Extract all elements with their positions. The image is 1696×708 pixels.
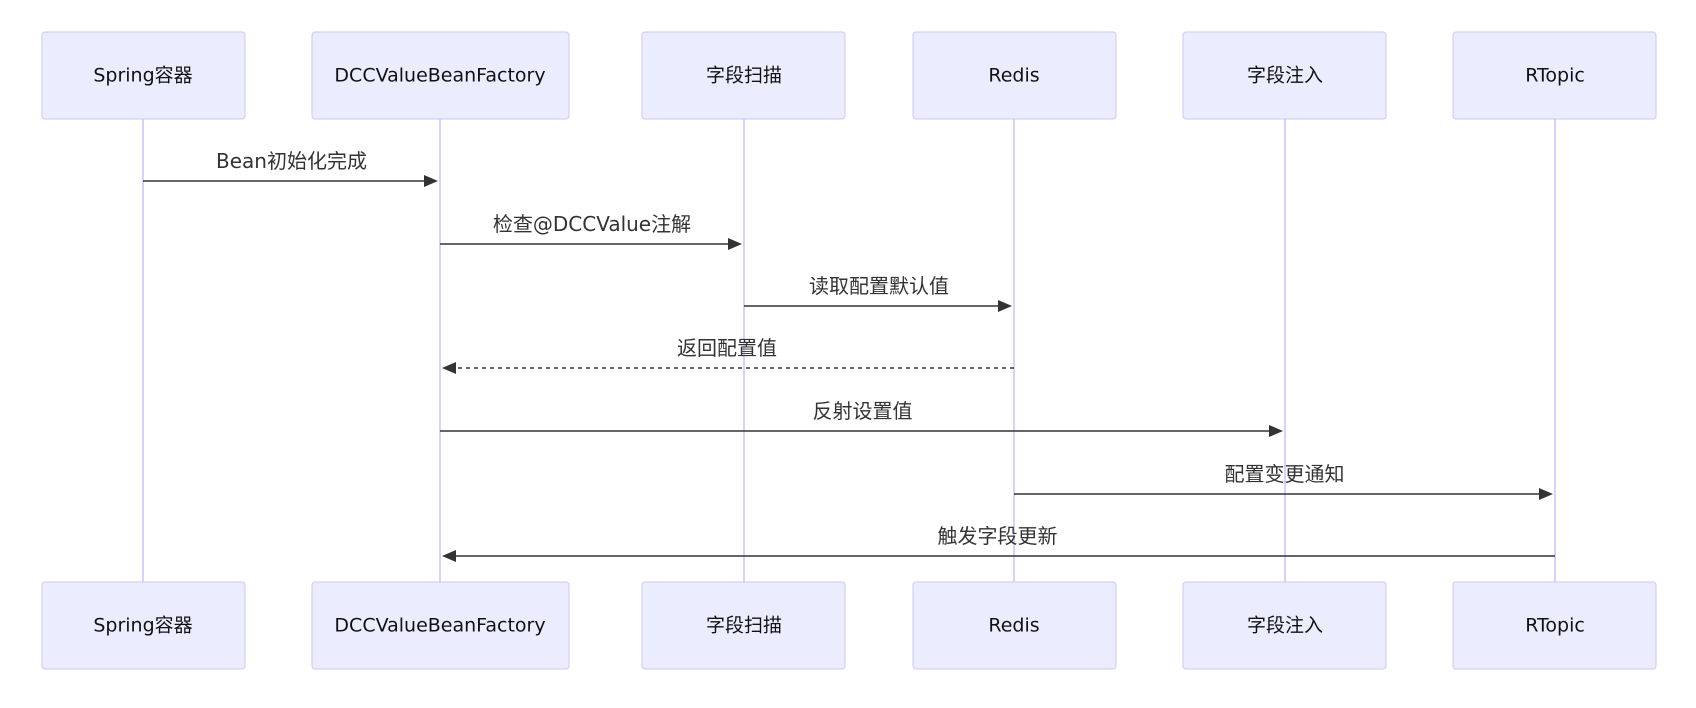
participant-label: Redis [988,615,1039,637]
message-6: 配置变更通知 [1014,462,1553,500]
message-7: 触发字段更新 [442,524,1555,562]
participant-box [1182,581,1387,670]
arrowhead-icon [1269,425,1283,437]
message-label: 返回配置值 [677,336,777,360]
participant-factory-top: DCCValueBeanFactory [311,31,570,120]
message-label: Bean初始化完成 [216,149,367,173]
participant-inject-bottom: 字段注入 [1182,581,1387,670]
participant-box [1182,31,1387,120]
participant-label: RTopic [1525,615,1585,637]
lifelines [142,119,1556,582]
message-5: 反射设置值 [440,399,1283,437]
message-label: 反射设置值 [813,399,913,423]
participant-box [41,581,246,670]
participant-label: 字段注入 [1247,65,1323,87]
participant-rtopic-top: RTopic [1452,31,1657,120]
participant-label: 字段扫描 [706,65,782,87]
participant-box [912,581,1117,670]
participants-top: Spring容器 DCCValueBeanFactory 字段扫描 Redis 字段注入… [41,31,1657,120]
participant-label: DCCValueBeanFactory [334,65,545,87]
message-label: 触发字段更新 [938,524,1058,548]
arrowhead-icon [1539,488,1553,500]
message-1: Bean初始化完成 [143,149,438,187]
participant-label: Spring容器 [93,65,192,87]
participants-bottom: Spring容器 DCCValueBeanFactory 字段扫描 Redis 字段注入… [41,581,1657,670]
participant-label: 字段扫描 [706,615,782,637]
arrowhead-icon [442,362,456,374]
message-4: 返回配置值 [442,336,1014,374]
participant-label: RTopic [1525,65,1585,87]
participant-box [641,31,846,120]
arrowhead-icon [442,550,456,562]
participant-redis-top: Redis [912,31,1117,120]
participant-label: 字段注入 [1247,615,1323,637]
participant-label: Redis [988,65,1039,87]
participant-box [311,581,570,670]
participant-box [311,31,570,120]
arrowhead-icon [424,175,438,187]
participant-rtopic-bottom: RTopic [1452,581,1657,670]
participant-inject-top: 字段注入 [1182,31,1387,120]
participant-redis-bottom: Redis [912,581,1117,670]
message-2: 检查@DCCValue注解 [440,212,742,250]
participant-spring-bottom: Spring容器 [41,581,246,670]
message-label: 检查@DCCValue注解 [493,212,691,236]
messages: Bean初始化完成检查@DCCValue注解读取配置默认值返回配置值反射设置值配… [143,149,1555,562]
participant-label: Spring容器 [93,615,192,637]
participant-spring-top: Spring容器 [41,31,246,120]
participant-scan-top: 字段扫描 [641,31,846,120]
message-label: 读取配置默认值 [809,274,949,298]
participant-box [41,31,246,120]
message-label: 配置变更通知 [1225,462,1345,486]
participant-label: DCCValueBeanFactory [334,615,545,637]
arrowhead-icon [728,238,742,250]
arrowhead-icon [998,300,1012,312]
participant-box [912,31,1117,120]
participant-factory-bottom: DCCValueBeanFactory [311,581,570,670]
participant-box [1452,581,1657,670]
participant-box [641,581,846,670]
participant-box [1452,31,1657,120]
message-3: 读取配置默认值 [744,274,1012,312]
participant-scan-bottom: 字段扫描 [641,581,846,670]
